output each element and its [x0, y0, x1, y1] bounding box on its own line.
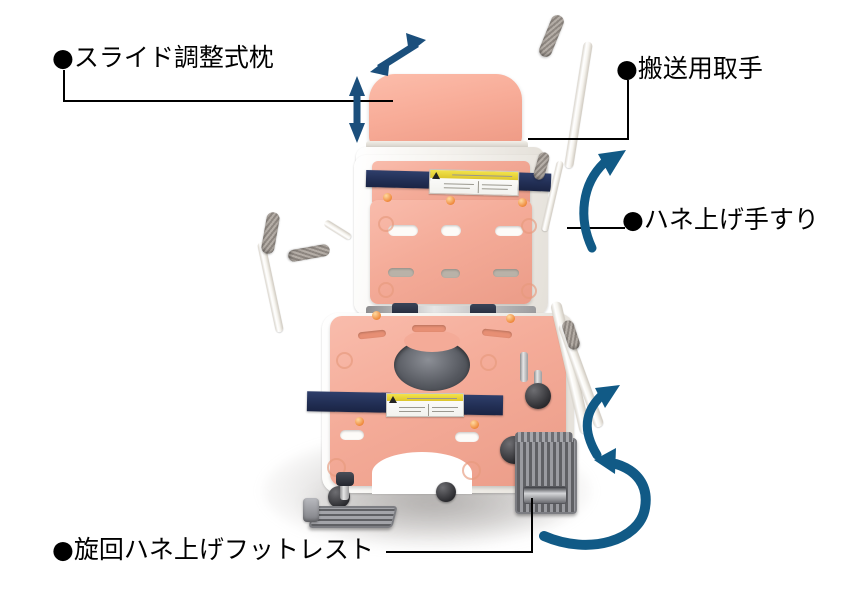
callout-transport-handle: ●搬送用取手: [616, 55, 763, 83]
right-caster-post-2: [520, 352, 528, 382]
backrest-ring: [521, 283, 537, 299]
callout-label-swivel-flip-up-footrest: 旋回ハネ上げフットレスト: [73, 535, 374, 564]
callout-label-flip-up-armrest: ハネ上げ手すり: [643, 205, 819, 234]
armrest-left-grip: [287, 243, 331, 263]
seat-slot: [412, 325, 446, 332]
leader-line-footrest-vertical: [531, 498, 533, 553]
footplate-right-tread: [523, 486, 567, 504]
callout-slide-adjust-headrest: ●スライド調整式枕: [52, 44, 274, 72]
warning-sticker-seat: [386, 393, 464, 417]
warning-sticker-back: [428, 168, 520, 197]
seat-front-notch: [372, 452, 472, 494]
seat-ring: [480, 354, 497, 371]
leader-line-armrest-horizontal: [567, 227, 625, 229]
callout-label-transport-handle: 搬送用取手: [637, 54, 763, 83]
armrest-flip-up-curve-arrow: [579, 150, 626, 253]
seat-fastener-dot: [470, 420, 479, 429]
seat-fastener-dot: [372, 311, 381, 320]
transport-handle-right-tube: [564, 40, 593, 169]
seat-fastener-dot: [506, 314, 515, 323]
headrest-pad: [369, 74, 522, 146]
seat-strap-right: [458, 394, 504, 416]
leader-line-transport-vertical: [627, 80, 629, 140]
caster-wheel: [525, 383, 551, 409]
callout-bullet-icon: ●: [52, 43, 74, 72]
backrest-slot: [441, 225, 461, 236]
headrest-base-bar: [366, 141, 528, 149]
leader-line-footrest-horizontal: [386, 551, 533, 553]
callout-bullet-icon: ●: [622, 205, 644, 234]
callout-flip-up-armrest: ●ハネ上げ手すり: [622, 206, 819, 234]
push-handle-left-tube: [256, 241, 284, 333]
footplate-right-top: [515, 432, 573, 442]
leader-line-headrest-horizontal: [63, 100, 393, 102]
callout-label-slide-adjust-headrest: スライド調整式枕: [73, 43, 274, 72]
backrest-slot: [388, 268, 414, 277]
callout-swivel-flip-up-footrest: ●旋回ハネ上げフットレスト: [52, 536, 374, 564]
backrest-fastener-dot: [383, 193, 392, 202]
backrest-fastener-dot: [446, 196, 455, 205]
footplate-left-joint: [336, 472, 354, 486]
seat-strap-left: [306, 391, 392, 413]
backrest-slot: [441, 269, 460, 278]
footplate-left-post: [340, 474, 349, 500]
footplate-left: [308, 506, 398, 528]
callout-bullet-icon: ●: [616, 54, 638, 83]
seat-slot: [340, 430, 364, 440]
transport-handle-right-grip: [537, 13, 566, 59]
backrest-ring: [378, 282, 394, 298]
leader-line-headrest-vertical: [63, 70, 65, 102]
backrest-slot: [493, 269, 519, 277]
seat-fastener-dot: [355, 417, 364, 426]
commode-opening-cutout: [404, 330, 460, 352]
push-handle-left-grip: [260, 211, 281, 255]
callout-bullet-icon: ●: [52, 535, 74, 564]
backrest-fastener-dot: [518, 198, 527, 207]
leader-line-transport-horizontal: [528, 138, 629, 140]
backrest-slot: [388, 225, 418, 236]
headrest-slide-diagonal-arrow: [370, 33, 426, 76]
footplate-left-hinge: [303, 498, 319, 522]
seat-ring: [336, 352, 353, 369]
backrest-slot: [495, 226, 523, 236]
armrest-left-arm: [322, 219, 353, 241]
seat-ring: [462, 461, 481, 480]
backrest-pad: [370, 200, 532, 304]
headrest-height-vertical-arrow: [349, 76, 365, 143]
backrest-ring: [378, 216, 394, 232]
seat-slot: [455, 432, 479, 442]
backrest-ring: [521, 218, 537, 234]
caster-wheel: [436, 482, 456, 502]
